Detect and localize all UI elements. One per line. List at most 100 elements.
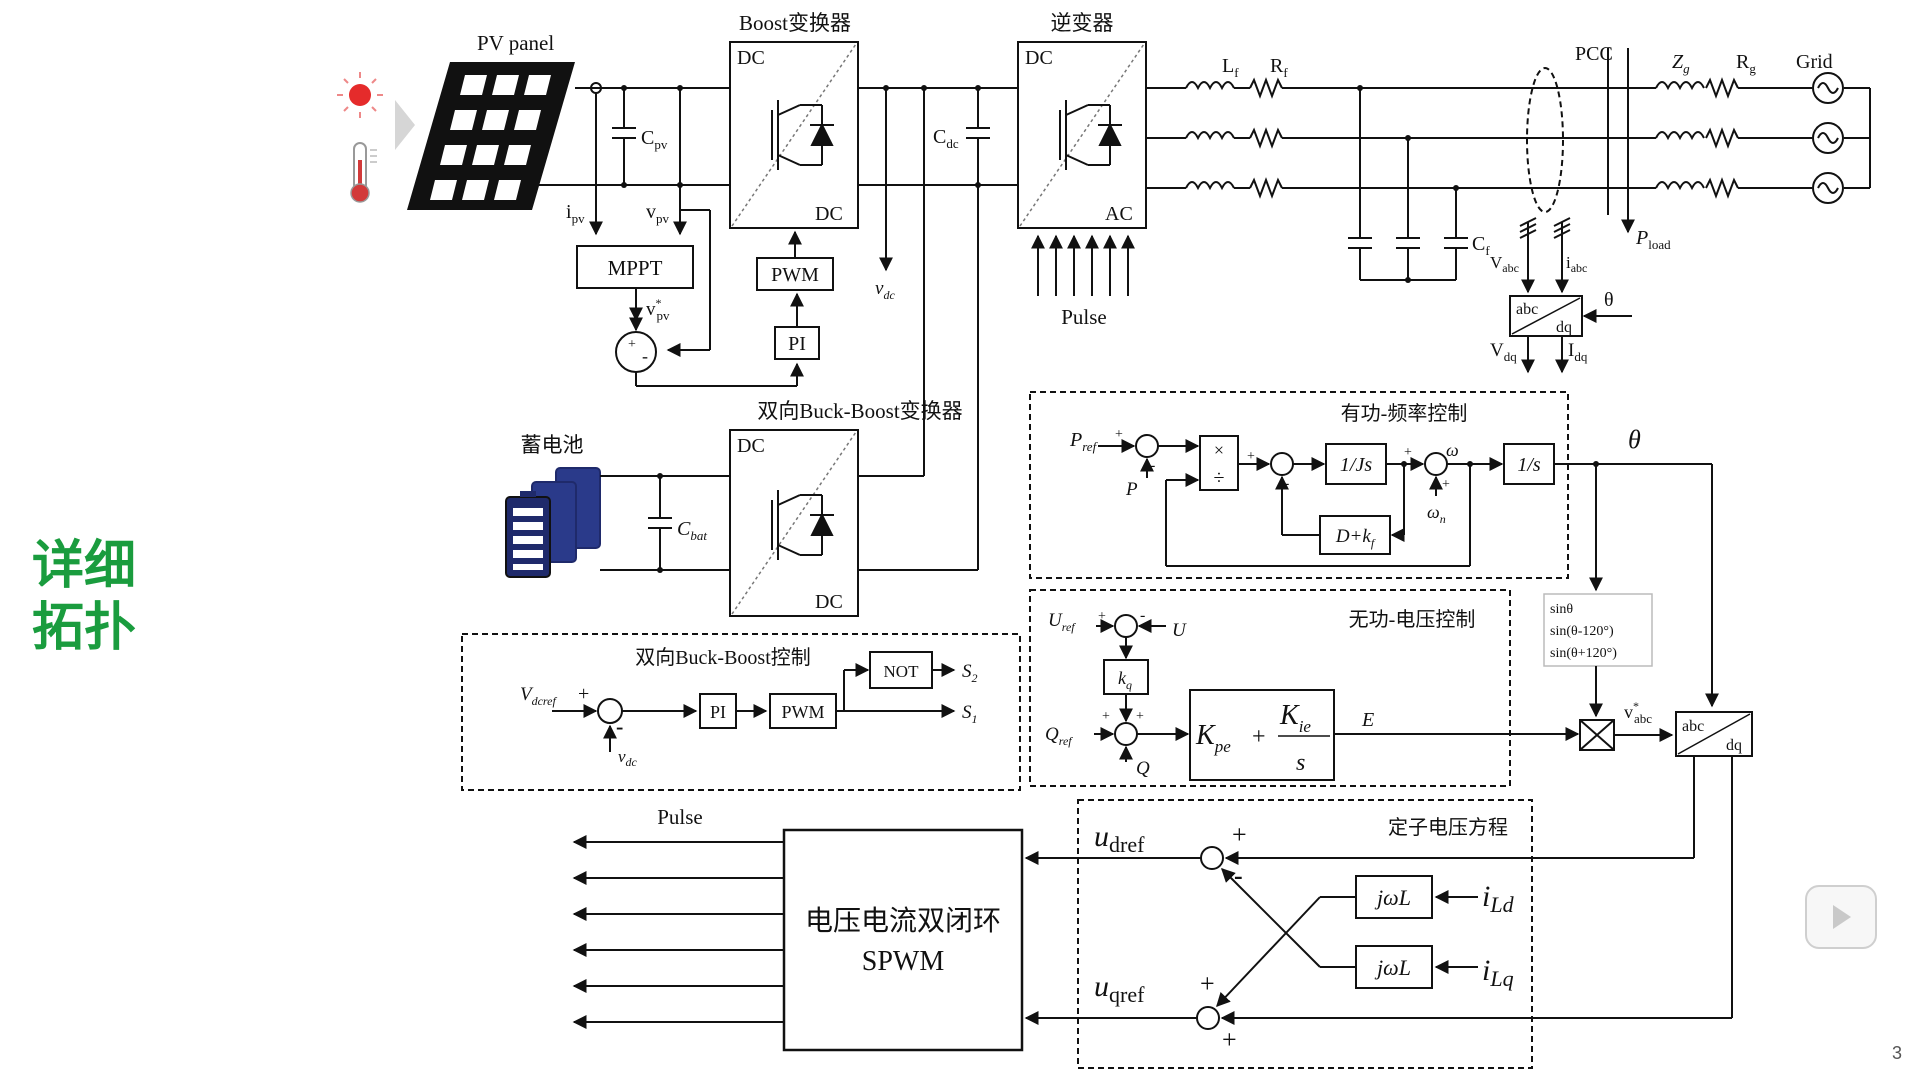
qref-label: Qref: [1045, 724, 1073, 748]
p-feedback-label: P: [1125, 479, 1138, 500]
active-power-wiring: [1098, 439, 1719, 708]
boost-title: Boost变换器: [739, 11, 851, 35]
omega-n-label: ωn: [1427, 502, 1446, 526]
e-label: E: [1361, 709, 1374, 731]
abc-bottom-label: abc: [1682, 718, 1704, 735]
reactive-power-voltage-box: [1029, 589, 1511, 787]
boost-pwm-block: [756, 257, 834, 291]
pv-bus-wiring: [532, 82, 804, 387]
kq-label: kq: [1118, 668, 1132, 692]
bidir-dc-out-label: DC: [815, 591, 843, 613]
rg-label: Rg: [1736, 51, 1756, 76]
bidir-pi-block: [699, 693, 737, 729]
kie-label: Kie: [1279, 700, 1311, 736]
input-arrow-icon: [395, 100, 415, 150]
inverter-dc-label: DC: [1025, 47, 1053, 69]
vabc-star-label: v*abc: [1624, 699, 1652, 726]
svg-text:+: +: [1115, 427, 1123, 442]
uqref-label: uqref: [1094, 970, 1145, 1007]
active-power-frequency-title: 有功-频率控制: [1341, 402, 1468, 425]
iabc-meas-label: iabc: [1566, 253, 1587, 275]
boost-pi-block: [774, 326, 820, 360]
battery-icon: [505, 467, 601, 578]
svg-text:+: +: [1247, 449, 1255, 464]
rf-label: Rf: [1270, 55, 1288, 80]
thermometer-icon: [350, 142, 377, 203]
ipv-label: ipv: [566, 201, 585, 226]
theta-input-label: θ: [1604, 289, 1614, 311]
sun-icon: [337, 72, 383, 118]
svg-text:-: -: [1284, 475, 1289, 492]
torque-summing-junction: [1270, 452, 1294, 476]
vpv-summing-junction: [615, 331, 657, 373]
q-feedback-label: Q: [1136, 758, 1150, 779]
svg-text:-: -: [1150, 457, 1155, 474]
ild-label: iLd: [1482, 880, 1515, 917]
sine-line-3: sin(θ+120°): [1550, 646, 1617, 661]
vpv-label: vpv: [646, 201, 670, 226]
svg-text:+: +: [1442, 477, 1450, 492]
kq-block: [1103, 659, 1149, 695]
vdc-feedback-label: vdc: [618, 747, 638, 769]
vdq-label: Vdq: [1490, 340, 1517, 364]
omega-summing-junction: [1424, 452, 1448, 476]
damping-block: [1319, 515, 1391, 555]
svg-text:+: +: [1404, 445, 1412, 460]
page-number: 3: [1891, 1043, 1902, 1063]
s2-label: S2: [962, 661, 978, 685]
svg-text:-: -: [642, 346, 648, 366]
stator-voltage-title: 定子电压方程: [1388, 816, 1508, 839]
igbt-symbol-boost: [771, 100, 834, 170]
battery-label: 蓄电池: [521, 433, 584, 457]
zg-label: Zg: [1672, 51, 1690, 76]
side-title-line1: 详细: [32, 536, 137, 596]
pv-panel-icon: [407, 62, 575, 210]
integrator-block: [1503, 443, 1555, 485]
sine-line-1: sinθ: [1550, 602, 1573, 617]
svg-text:+: +: [628, 337, 636, 352]
bidir-control-title: 双向Buck-Boost控制: [635, 646, 811, 669]
s1-label: S1: [962, 702, 978, 726]
boost-dc-out-label: DC: [815, 203, 843, 225]
battery-wiring: [600, 475, 730, 571]
not-gate-block: [869, 651, 933, 689]
svg-text:+: +: [578, 683, 589, 705]
reactive-power-voltage-title: 无功-电压控制: [1349, 608, 1476, 631]
cdc-label: Cdc: [933, 126, 959, 151]
vpv-star-label: v*pv: [646, 296, 670, 323]
ud-summing-junction: [1200, 846, 1224, 870]
jwl-label-d: jωL: [1374, 885, 1411, 910]
bidir-pwm-block: [769, 693, 837, 729]
u-feedback-label: U: [1172, 620, 1187, 641]
svg-text:+: +: [1102, 709, 1110, 724]
vabc-meas-label: Vabc: [1490, 253, 1519, 275]
udref-label: udref: [1094, 820, 1145, 857]
play-icon[interactable]: [1805, 885, 1877, 949]
not-gate-label: NOT: [884, 662, 920, 681]
ac-source-icon: [1812, 72, 1844, 204]
cf-label: Cf: [1472, 233, 1490, 258]
pulse-output-arrows: [572, 835, 784, 1029]
dq-bottom-label: dq: [1726, 737, 1742, 754]
inverter-title: 逆变器: [1051, 11, 1114, 35]
pulse-output-label: Pulse: [657, 805, 703, 829]
mppt-block: [576, 245, 694, 289]
pcc-label: PCC: [1575, 43, 1613, 65]
pref-label: Pref: [1069, 429, 1099, 454]
spwm-title-line1: 电压电流双闭环: [805, 905, 1001, 937]
kpe-plus-sign: +: [1252, 724, 1266, 750]
active-power-frequency-box: [1029, 391, 1569, 579]
bidir-pwm-label: PWM: [781, 702, 824, 722]
spwm-title-line2: SPWM: [862, 946, 945, 977]
mul-symbol: ×: [1214, 440, 1224, 460]
spwm-block: [782, 828, 1024, 1052]
dq-output-wiring: [1220, 756, 1733, 1025]
ilq-label: iLq: [1482, 954, 1514, 991]
pload-label: Pload: [1635, 227, 1671, 252]
dq-top-label: dq: [1556, 319, 1572, 336]
mppt-label: MPPT: [608, 256, 663, 280]
jwl-block-d: [1355, 875, 1433, 919]
abc-top-label: abc: [1516, 301, 1538, 318]
vdcref-label: Vdcref: [520, 684, 557, 708]
